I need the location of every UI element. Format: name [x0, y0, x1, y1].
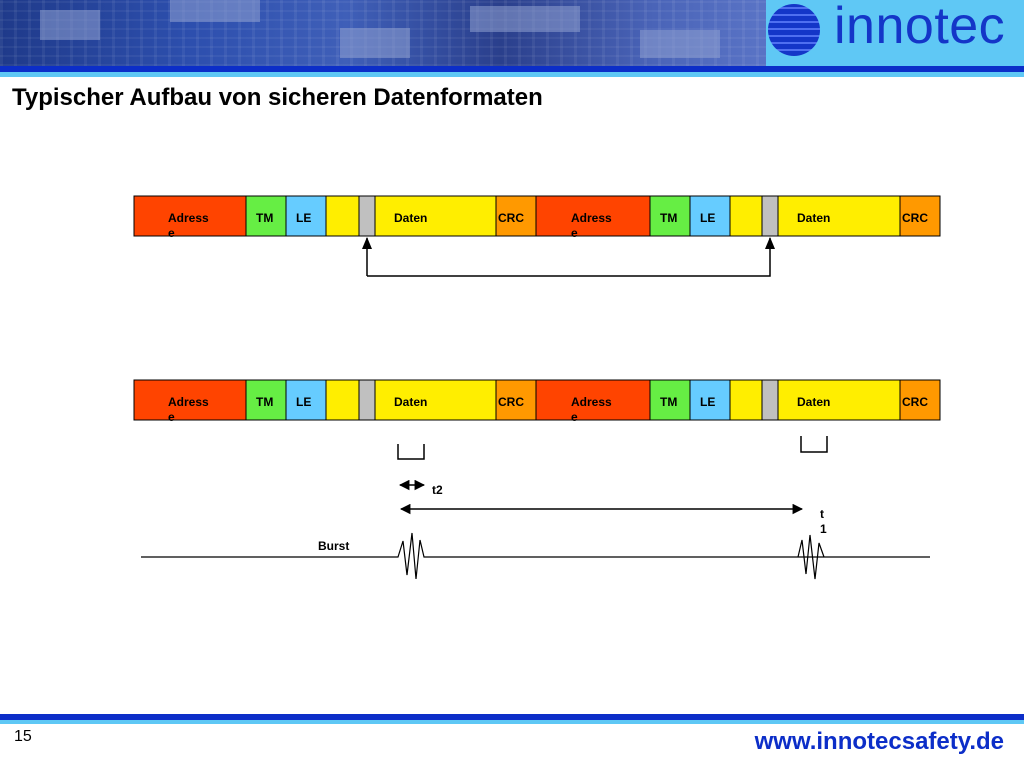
footer-rule-light [0, 720, 1024, 724]
header-chip [470, 6, 580, 32]
field-gap [761, 195, 779, 237]
label-crc: CRC [902, 211, 928, 225]
field-adresse [535, 379, 651, 421]
burst-pulse [797, 534, 825, 580]
field-daten [374, 379, 497, 421]
field-gap [358, 379, 376, 421]
label-le: LE [700, 211, 715, 225]
field-gap [761, 379, 779, 421]
label-daten: Daten [797, 211, 830, 225]
field-daten-start [729, 195, 763, 237]
connector-path [366, 238, 771, 277]
header-rule-light [0, 72, 1024, 77]
label-tm: TM [256, 395, 273, 409]
frame-row-1: Adress e TM LE Daten CRC Adress e TM LE … [133, 195, 941, 240]
field-daten-start [729, 379, 763, 421]
header-chip [170, 0, 260, 22]
field-le [285, 195, 327, 237]
header-photo [0, 0, 770, 66]
field-le [689, 379, 731, 421]
field-le [285, 379, 327, 421]
window-bracket [397, 444, 425, 460]
field-daten-start [325, 379, 360, 421]
arrowhead-up-icon [765, 237, 775, 249]
label-adresse: Adress [168, 211, 209, 225]
label-tm: TM [660, 211, 677, 225]
field-adresse [535, 195, 651, 237]
field-tm [245, 195, 287, 237]
logo-ball-icon [768, 4, 820, 56]
burst-signal [141, 532, 930, 580]
label-t1: t [820, 507, 824, 521]
header-chip [640, 30, 720, 58]
field-crc [899, 379, 941, 421]
field-tm [245, 379, 287, 421]
label-burst: Burst [318, 539, 349, 553]
field-adresse [133, 195, 247, 237]
label-adresse: Adress [571, 211, 612, 225]
header-chip [340, 28, 410, 58]
label-t2: t2 [432, 483, 443, 497]
field-daten [777, 195, 901, 237]
frame-row-2: Adress e TM LE Daten CRC Adress e TM LE … [133, 379, 941, 424]
header-chip [40, 10, 100, 40]
label-t1-wrap: 1 [820, 522, 827, 536]
label-le: LE [296, 395, 311, 409]
field-crc [899, 195, 941, 237]
label-le: LE [296, 211, 311, 225]
field-daten-start [325, 195, 360, 237]
footer-rule-dark [0, 714, 1024, 720]
page-number: 15 [14, 728, 32, 745]
label-le: LE [700, 395, 715, 409]
window-bracket [800, 436, 828, 453]
label-daten: Daten [394, 211, 427, 225]
label-daten: Daten [797, 395, 830, 409]
field-tm [649, 195, 691, 237]
footer-url[interactable]: www.innotecsafety.de [754, 728, 1004, 755]
label-adresse-wrap: e [168, 226, 175, 240]
label-crc: CRC [498, 211, 524, 225]
page-title: Typischer Aufbau von sicheren Datenforma… [12, 84, 543, 111]
label-adresse-wrap: e [571, 410, 578, 424]
label-tm: TM [256, 211, 273, 225]
label-adresse-wrap: e [168, 410, 175, 424]
field-tm [649, 379, 691, 421]
header-rule-dark [0, 66, 1024, 72]
label-crc: CRC [498, 395, 524, 409]
label-crc: CRC [902, 395, 928, 409]
label-daten: Daten [394, 395, 427, 409]
field-gap [358, 195, 376, 237]
label-tm: TM [660, 395, 677, 409]
logo-text: innotec [834, 0, 1006, 55]
field-adresse [133, 379, 247, 421]
label-adresse: Adress [571, 395, 612, 409]
label-adresse-wrap: e [571, 226, 578, 240]
field-crc [495, 195, 537, 237]
arrowhead-up-icon [362, 237, 372, 249]
label-adresse: Adress [168, 395, 209, 409]
